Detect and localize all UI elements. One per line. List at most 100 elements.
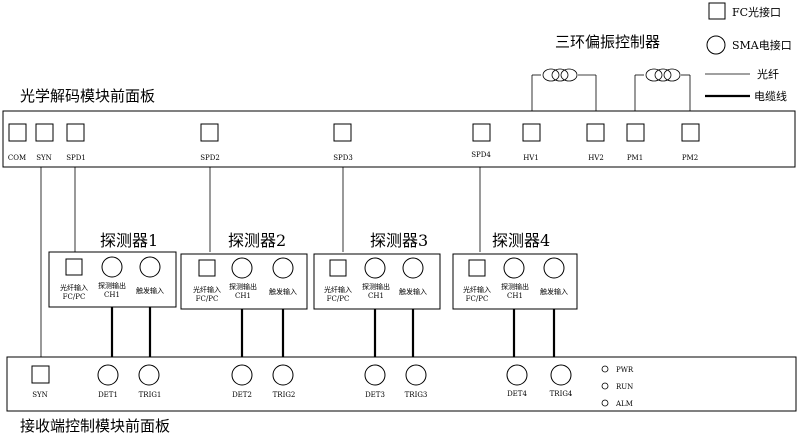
decoder-port-label: COM [8, 154, 26, 162]
decoder-port-spd4-icon [472, 123, 491, 142]
run-led-label: RUN [616, 383, 633, 391]
det-port-label: DET1 [98, 391, 118, 399]
decoder-port-spd3-icon [333, 123, 352, 142]
fiber-in-type-label: FC/PC [196, 295, 219, 303]
decoder-port-spd1-icon [66, 123, 85, 142]
trig-port-label: TRIG2 [273, 391, 296, 399]
det-port-label: DET2 [232, 391, 252, 399]
fiber-in-label: 光纤输入 [60, 283, 88, 292]
detector-1: 探测器1 光纤输入 FC/PC 探测输出 CH1 触发输入 [48, 231, 177, 308]
run-led-icon [601, 382, 609, 390]
trig-port-label: TRIG1 [139, 391, 162, 399]
receiver-ports: SYN DET1 TRIG1 DET2 TRIG2 DET3 TRIG3 DET… [31, 364, 634, 408]
fc-port-icon [65, 258, 83, 276]
trig-port-label: TRIG4 [550, 390, 573, 398]
decoder-port-pm1-icon [626, 123, 645, 142]
cable-links [110, 307, 556, 366]
decoder-port-label: SYN [36, 154, 52, 162]
fiber-in-type-label: FC/PC [327, 295, 350, 303]
probe-out-channel-label: CH1 [104, 291, 120, 299]
sma-port-icon [101, 256, 123, 278]
decoder-port-pm2-icon [681, 123, 700, 142]
legend-sma-port-icon [706, 35, 726, 55]
receiver-panel [6, 356, 797, 412]
decoder-port-label: SPD3 [333, 154, 353, 162]
decoder-panel [2, 110, 796, 168]
probe-out-label: 探测输出 [501, 282, 529, 291]
fc-port-icon [329, 259, 347, 277]
probe-out-label: 探测输出 [98, 281, 126, 290]
detector-title: 探测器3 [370, 231, 428, 250]
sma-port-icon [543, 257, 565, 279]
trig-port-icon [405, 364, 427, 386]
detector-4: 探测器4 光纤输入 FC/PC 探测输出 CH1 触发输入 [452, 231, 578, 310]
trig-port-icon [550, 364, 572, 386]
fiber-links [74, 167, 481, 252]
det-port-icon [506, 364, 528, 386]
decoder-ports: COM SYN SPD1 SPD2 SPD3 SPD4 HV1 HV2 PM1 … [8, 123, 700, 162]
fiber-in-label: 光纤输入 [193, 285, 221, 294]
det-port-icon [231, 364, 253, 386]
det-port-icon [97, 364, 119, 386]
decoder-port-label: SPD2 [200, 154, 220, 162]
fc-port-icon [468, 259, 486, 277]
alm-led-icon [601, 399, 609, 407]
sma-port-icon [231, 257, 253, 279]
detector-title: 探测器1 [100, 231, 158, 250]
legend-fc-port-label: FC光接口 [732, 5, 781, 19]
fc-port-icon [198, 259, 216, 277]
pwr-led-label: PWR [616, 366, 634, 374]
decoder-port-label: HV2 [588, 154, 604, 162]
probe-out-channel-label: CH1 [507, 292, 523, 300]
sma-port-icon [272, 257, 294, 279]
fiber-in-type-label: FC/PC [63, 293, 86, 301]
decoder-port-label: SPD1 [66, 154, 86, 162]
legend: FC光接口 SMA电接口 光纤 电缆线 [705, 2, 792, 103]
probe-out-channel-label: CH1 [235, 292, 251, 300]
detector-3: 探测器3 光纤输入 FC/PC 探测输出 CH1 触发输入 [313, 231, 441, 310]
decoder-port-spd2-icon [200, 123, 219, 142]
detector-2: 探测器2 光纤输入 FC/PC 探测输出 CH1 触发输入 [180, 231, 308, 310]
controller-title: 三环偏振控制器 [555, 33, 660, 51]
probe-out-label: 探测输出 [362, 282, 390, 291]
sma-port-icon [402, 257, 424, 279]
alm-led-label: ALM [615, 400, 633, 408]
det-port-icon [364, 364, 386, 386]
pwr-led-icon [601, 365, 609, 373]
decoder-port-label: PM1 [627, 154, 643, 162]
decoder-port-hv1-icon [522, 123, 541, 142]
decoder-port-com-icon [8, 123, 27, 142]
decoder-port-hv2-icon [586, 123, 605, 142]
legend-fc-port-icon [708, 2, 726, 20]
trigger-in-label: 触发输入 [540, 287, 568, 296]
decoder-port-label: HV1 [523, 154, 539, 162]
decoder-port-syn-icon [35, 123, 54, 142]
sma-port-icon [139, 256, 161, 278]
fiber-in-label: 光纤输入 [463, 285, 491, 294]
legend-sma-port-label: SMA电接口 [732, 39, 792, 52]
receiver-panel-title: 接收端控制模块前面板 [20, 417, 170, 435]
legend-cable-label: 电缆线 [754, 89, 787, 103]
detector-title: 探测器4 [492, 231, 550, 250]
trig-port-icon [272, 364, 294, 386]
trig-port-icon [138, 364, 160, 386]
receiver-syn-port-icon [31, 365, 50, 384]
probe-out-label: 探测输出 [229, 282, 257, 291]
fiber-in-label: 光纤输入 [324, 285, 352, 294]
fiber-in-type-label: FC/PC [466, 295, 489, 303]
trigger-in-label: 触发输入 [269, 287, 297, 296]
receiver-syn-label: SYN [32, 391, 48, 399]
decoder-port-label: PM2 [682, 154, 698, 162]
det-port-label: DET4 [507, 390, 527, 398]
decoder-panel-title: 光学解码模块前面板 [20, 87, 155, 105]
trigger-in-label: 触发输入 [136, 286, 164, 295]
trigger-in-label: 触发输入 [399, 287, 427, 296]
sma-port-icon [364, 257, 386, 279]
sma-port-icon [503, 257, 525, 279]
trig-port-label: TRIG3 [405, 391, 428, 399]
probe-out-channel-label: CH1 [368, 292, 384, 300]
detector-title: 探测器2 [228, 231, 286, 250]
det-port-label: DET3 [365, 391, 385, 399]
legend-fiber-label: 光纤 [757, 67, 779, 81]
